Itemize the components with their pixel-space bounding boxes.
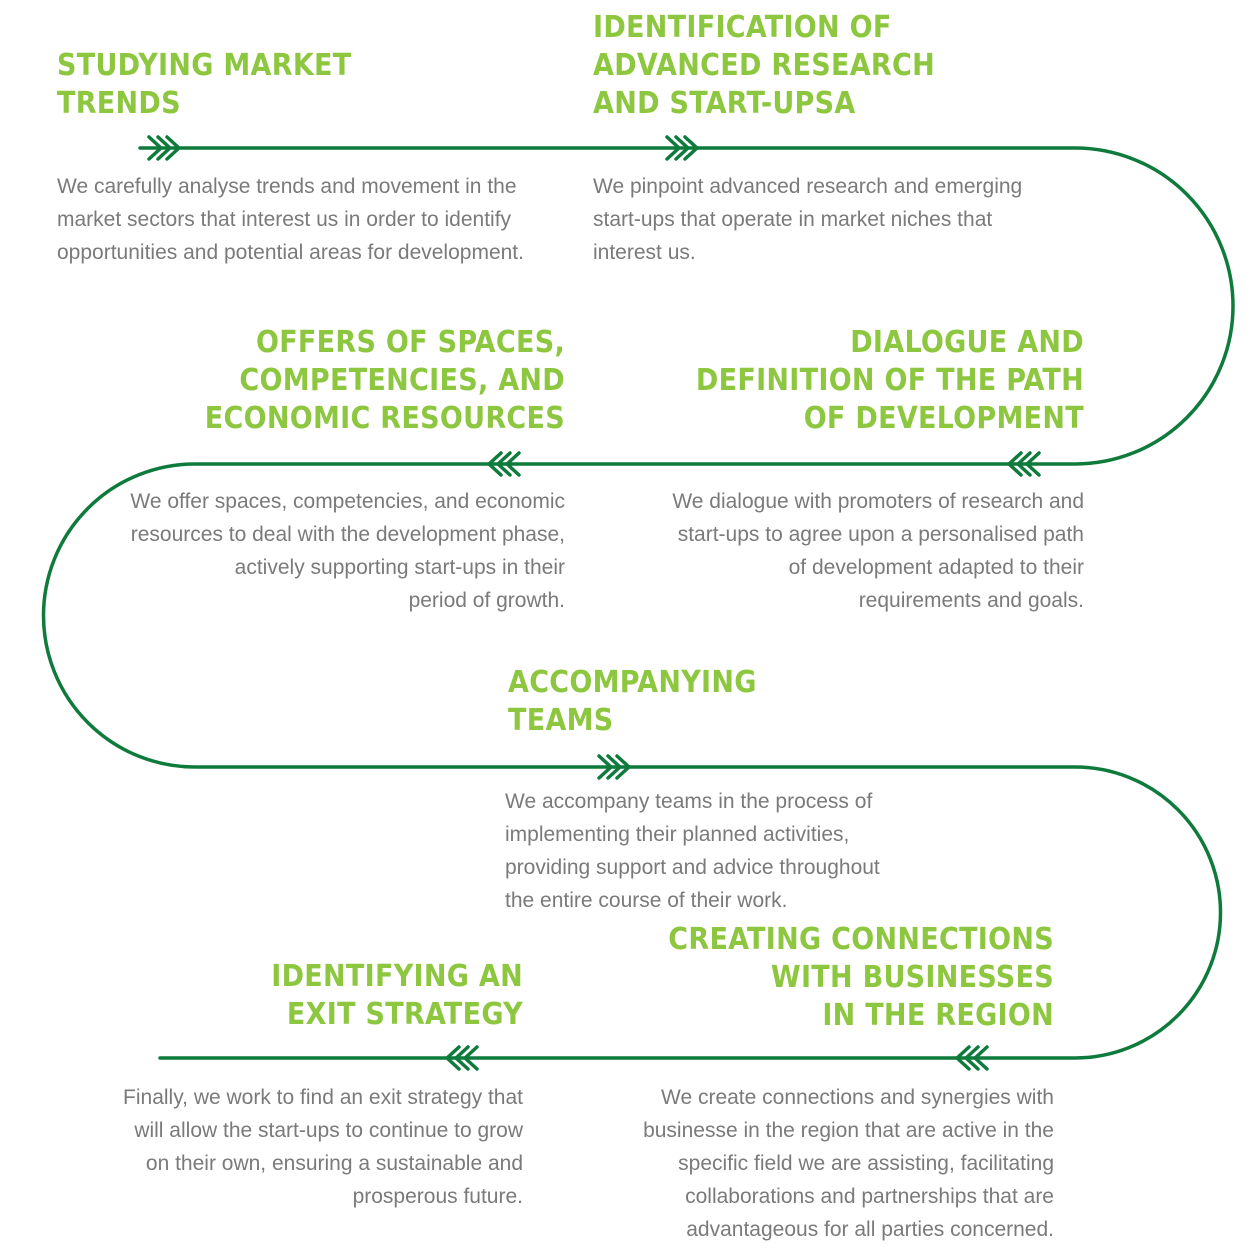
chevron-right-triple-icon [597,754,631,780]
step-title-accompanying-teams: ACCOMPANYING TEAMS [508,665,757,738]
step-desc-creating-connections: We create connections and synergies with… [643,1086,1054,1241]
step-desc-studying-market-trends: We carefully analyse trends and movement… [57,175,524,264]
process-path-line [41,146,1235,1060]
step-desc-accompanying-teams: We accompany teams in the process of imp… [505,790,880,912]
step-title-studying-market-trends: STUDYING MARKET TRENDS [57,48,352,121]
chevron-left-triple-icon [487,451,521,477]
chevron-left-triple-icon [445,1045,479,1071]
step-title-exit-strategy: IDENTIFYING AN EXIT STRATEGY [271,959,523,1032]
step-title-offers-spaces: OFFERS OF SPACES, COMPETENCIES, AND ECON… [204,325,565,436]
step-desc-offers-spaces: We offer spaces, competencies, and econo… [130,490,565,612]
chevron-right-triple-icon [147,135,181,161]
step-title-creating-connections: CREATING CONNECTIONS WITH BUSINESSES IN … [668,922,1054,1033]
chevron-left-triple-icon [1007,451,1041,477]
step-desc-identification-research: We pinpoint advanced research and emergi… [593,175,1023,264]
step-desc-dialogue-path: We dialogue with promoters of research a… [672,490,1084,612]
step-desc-exit-strategy: Finally, we work to find an exit strateg… [123,1086,523,1208]
step-title-identification-research: IDENTIFICATION OF ADVANCED RESEARCH AND … [593,10,935,121]
chevron-right-triple-icon [665,135,699,161]
step-title-dialogue-path: DIALOGUE AND DEFINITION OF THE PATH OF D… [695,325,1084,436]
chevron-left-triple-icon [955,1045,989,1071]
